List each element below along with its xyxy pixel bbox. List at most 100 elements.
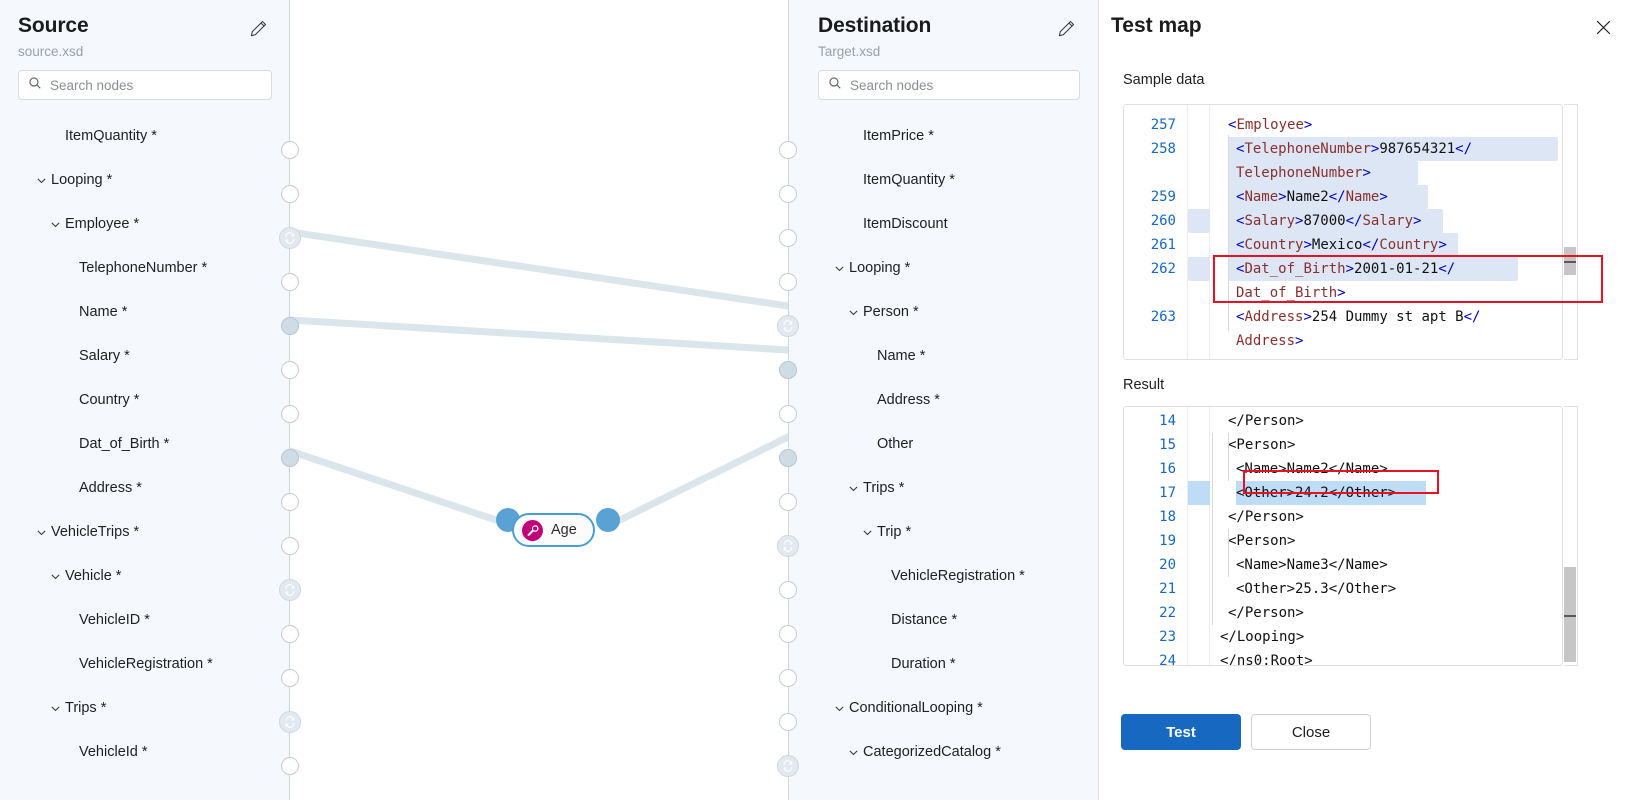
connector-handle[interactable]	[281, 449, 299, 467]
chevron-down-icon[interactable]	[48, 701, 62, 715]
connector-handle[interactable]	[281, 625, 299, 643]
code-line[interactable]: 259<Name>Name2</Name>	[1124, 185, 1562, 209]
connector-handle[interactable]	[779, 713, 797, 731]
connector-handle[interactable]	[281, 537, 299, 555]
connector-handle[interactable]	[779, 141, 797, 159]
chevron-down-icon[interactable]	[34, 173, 48, 187]
tree-node-vehicleid[interactable]: VehicleId *	[0, 730, 290, 774]
connector-handle[interactable]	[779, 669, 797, 687]
code-line[interactable]: TelephoneNumber>	[1124, 161, 1562, 185]
connector-handle[interactable]	[779, 493, 797, 511]
tree-node-trips[interactable]: Trips *	[0, 686, 290, 730]
connector-handle[interactable]	[281, 185, 299, 203]
connector-handle[interactable]	[779, 361, 797, 379]
tree-node-address[interactable]: Address *	[788, 378, 1098, 422]
connector-handle[interactable]	[779, 185, 797, 203]
mapping-canvas[interactable]: Age	[290, 0, 788, 800]
tree-node-distance[interactable]: Distance *	[788, 598, 1098, 642]
connector-handle[interactable]	[777, 535, 799, 557]
chevron-down-icon[interactable]	[832, 701, 846, 715]
tree-node-other[interactable]: Other	[788, 422, 1098, 466]
tree-node-vehicle[interactable]: Vehicle *	[0, 554, 290, 598]
connector-handle[interactable]	[281, 669, 299, 687]
connector-handle[interactable]	[779, 625, 797, 643]
tree-node-duration[interactable]: Duration *	[788, 642, 1098, 686]
function-node-output-port[interactable]	[596, 508, 620, 532]
code-line[interactable]: 23</Looping>	[1124, 625, 1562, 649]
tree-node-itemprice[interactable]: ItemPrice *	[788, 114, 1098, 158]
chevron-down-icon[interactable]	[846, 305, 860, 319]
connector-handle[interactable]	[279, 579, 301, 601]
source-search-input[interactable]	[50, 77, 262, 93]
connector-handle[interactable]	[777, 755, 799, 777]
code-line[interactable]: Dat_of_Birth>	[1124, 281, 1562, 305]
chevron-down-icon[interactable]	[832, 261, 846, 275]
code-line[interactable]: 20<Name>Name3</Name>	[1124, 553, 1562, 577]
tree-node-categorizedcatalog[interactable]: CategorizedCatalog *	[788, 730, 1098, 774]
tree-node-vehicletrips[interactable]: VehicleTrips *	[0, 510, 290, 554]
destination-search-input[interactable]	[850, 77, 1070, 93]
code-line[interactable]: 258<TelephoneNumber>987654321</	[1124, 137, 1562, 161]
tree-node-name[interactable]: Name *	[0, 290, 290, 334]
tree-node-itemquantity[interactable]: ItemQuantity *	[788, 158, 1098, 202]
connector-handle[interactable]	[779, 273, 797, 291]
code-line[interactable]: 14</Person>	[1124, 409, 1562, 433]
connector-handle[interactable]	[279, 711, 301, 733]
connector-handle[interactable]	[281, 361, 299, 379]
tree-node-trip[interactable]: Trip *	[788, 510, 1098, 554]
source-edit-pencil-icon[interactable]	[244, 14, 272, 42]
tree-node-looping[interactable]: Looping *	[0, 158, 290, 202]
code-line[interactable]: 17<Other>24.2</Other>	[1124, 481, 1562, 505]
tree-node-trips[interactable]: Trips *	[788, 466, 1098, 510]
close-icon[interactable]	[1588, 12, 1618, 42]
source-search-box[interactable]	[18, 70, 272, 100]
tree-node-telephonenumber[interactable]: TelephoneNumber *	[0, 246, 290, 290]
test-button[interactable]: Test	[1121, 714, 1241, 750]
code-line[interactable]: 19<Person>	[1124, 529, 1562, 553]
connector-handle[interactable]	[281, 405, 299, 423]
chevron-down-icon[interactable]	[48, 569, 62, 583]
code-line[interactable]: 257<Employee>	[1124, 113, 1562, 137]
sample-data-scrollbar[interactable]	[1564, 104, 1578, 360]
connector-handle[interactable]	[779, 405, 797, 423]
code-line[interactable]: 21<Other>25.3</Other>	[1124, 577, 1562, 601]
tree-node-conditionallooping[interactable]: ConditionalLooping *	[788, 686, 1098, 730]
code-line[interactable]: 24</ns0:Root>	[1124, 649, 1562, 665]
tree-node-itemquantity[interactable]: ItemQuantity *	[0, 114, 290, 158]
code-line[interactable]: Address>	[1124, 329, 1562, 353]
connector-handle[interactable]	[779, 229, 797, 247]
code-line[interactable]: 15<Person>	[1124, 433, 1562, 457]
sample-data-scroll-thumb[interactable]	[1564, 247, 1576, 275]
result-scrollbar[interactable]	[1564, 406, 1578, 666]
connector-handle[interactable]	[281, 141, 299, 159]
chevron-down-icon[interactable]	[860, 525, 874, 539]
function-node-age[interactable]: Age	[512, 513, 595, 547]
tree-node-vehicleregistration[interactable]: VehicleRegistration *	[0, 642, 290, 686]
code-line[interactable]: 263<Address>254 Dummy st apt B</	[1124, 305, 1562, 329]
connector-handle[interactable]	[281, 273, 299, 291]
chevron-down-icon[interactable]	[846, 481, 860, 495]
chevron-down-icon[interactable]	[48, 217, 62, 231]
connector-handle[interactable]	[779, 581, 797, 599]
close-button[interactable]: Close	[1251, 714, 1371, 750]
destination-edit-pencil-icon[interactable]	[1052, 14, 1080, 42]
code-line[interactable]: 22</Person>	[1124, 601, 1562, 625]
tree-node-employee[interactable]: Employee *	[0, 202, 290, 246]
tree-node-datofbirth[interactable]: Dat_of_Birth *	[0, 422, 290, 466]
result-editor[interactable]: 14</Person>15<Person>16<Name>Name2</Name…	[1123, 406, 1563, 666]
result-scroll-thumb[interactable]	[1564, 567, 1576, 662]
connector-handle[interactable]	[281, 493, 299, 511]
tree-node-vehicleregistration[interactable]: VehicleRegistration *	[788, 554, 1098, 598]
code-line[interactable]: 261<Country>Mexico</Country>	[1124, 233, 1562, 257]
connector-handle[interactable]	[279, 227, 301, 249]
code-line[interactable]: 16<Name>Name2</Name>	[1124, 457, 1562, 481]
tree-node-person[interactable]: Person *	[788, 290, 1098, 334]
chevron-down-icon[interactable]	[34, 525, 48, 539]
connector-handle[interactable]	[777, 315, 799, 337]
code-line[interactable]: 262<Dat_of_Birth>2001-01-21</	[1124, 257, 1562, 281]
tree-node-itemdiscount[interactable]: ItemDiscount	[788, 202, 1098, 246]
connector-handle[interactable]	[281, 757, 299, 775]
tree-node-address[interactable]: Address *	[0, 466, 290, 510]
sample-data-editor[interactable]: 257<Employee>258<TelephoneNumber>9876543…	[1123, 104, 1563, 360]
code-line[interactable]: 18</Person>	[1124, 505, 1562, 529]
